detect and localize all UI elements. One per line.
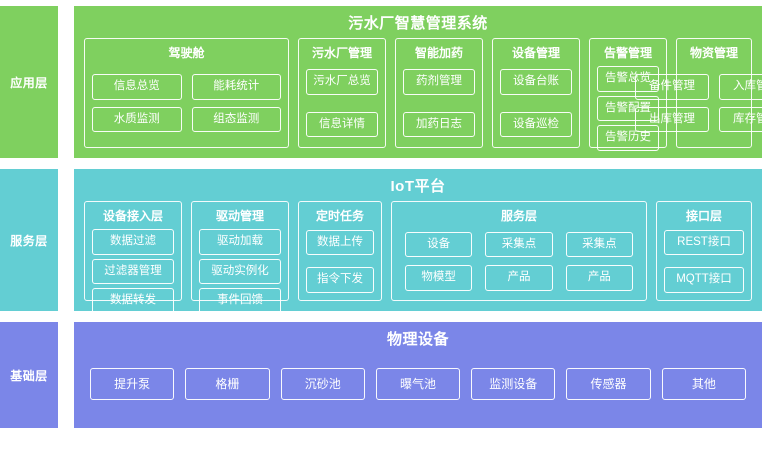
item-inventory[interactable]: 库存管理 <box>719 106 766 133</box>
item-device-ledger[interactable]: 设备台账 <box>500 69 572 95</box>
item-spare-parts[interactable]: 备件管理 <box>635 74 709 100</box>
group-title-device-management: 设备管理 <box>511 46 560 60</box>
layer-panel-application: 污水厂智慧管理系统 驾驶舱 信息总览 能耗统计 水质监测 组态监测 污水厂管理 … <box>74 6 766 158</box>
layer-service: 服务层 IoT平台 设备接入层 数据过滤 过滤器管理 数据转发 驱动管理 驱动加… <box>0 169 762 314</box>
group-device-management[interactable]: 设备管理 设备台账 设备巡检 <box>492 38 580 148</box>
layer-panel-infrastructure: 物理设备 提升泵 格栅 沉砂池 曝气池 监测设备 传感器 其他 <box>74 322 762 428</box>
layer-title-iot-platform: IoT平台 <box>390 178 446 195</box>
layer-tab-service: 服务层 <box>0 169 58 311</box>
group-service-layer[interactable]: 服务层 设备 采集点 采集点 物模型 产品 产品 <box>391 201 647 301</box>
group-scheduled-task[interactable]: 定时任务 数据上传 指令下发 <box>298 201 382 301</box>
group-alarm-management[interactable]: 告警管理 告警总览 告警配置 告警历史 <box>589 38 667 151</box>
group-title-driver-management: 驱动管理 <box>215 209 264 223</box>
item-event-feedback[interactable]: 事件回馈 <box>199 288 281 314</box>
item-water-quality[interactable]: 水质监测 <box>92 106 182 133</box>
item-command-issue[interactable]: 指令下发 <box>306 267 374 293</box>
group-title-device-access: 设备接入层 <box>102 209 163 223</box>
group-title-plant-management: 污水厂管理 <box>311 46 372 60</box>
group-items-scheduled-task: 数据上传 指令下发 <box>306 229 374 293</box>
item-reagent-management[interactable]: 药剂管理 <box>403 69 475 95</box>
group-driver-management[interactable]: 驱动管理 驱动加载 驱动实例化 事件回馈 <box>191 201 289 314</box>
layer-tab-infrastructure: 基础层 <box>0 322 58 428</box>
group-cockpit[interactable]: 驾驶舱 信息总览 能耗统计 水质监测 组态监测 <box>84 38 289 148</box>
item-filter-management[interactable]: 过滤器管理 <box>92 258 174 285</box>
layer-application: 应用层 污水厂智慧管理系统 驾驶舱 信息总览 能耗统计 水质监测 组态监测 污水… <box>0 6 766 158</box>
item-info-detail[interactable]: 信息详情 <box>306 111 378 138</box>
layer-panel-service: IoT平台 设备接入层 数据过滤 过滤器管理 数据转发 驱动管理 驱动加载 驱动… <box>74 169 762 314</box>
layer-tab-application: 应用层 <box>0 6 58 158</box>
group-material-management[interactable]: 物资管理 备件管理 入库管理 出库管理 库存管理 <box>635 38 766 148</box>
item-product-2[interactable]: 产品 <box>565 265 633 291</box>
group-items-alarm-management: 告警总览 告警配置 告警历史 <box>597 66 659 151</box>
group-items-service-layer: 设备 采集点 采集点 物模型 产品 产品 <box>399 229 639 293</box>
item-sensor[interactable]: 传感器 <box>566 368 651 400</box>
service-group-list: 设备接入层 数据过滤 过滤器管理 数据转发 驱动管理 驱动加载 驱动实例化 事件… <box>84 201 752 314</box>
item-alarm-history[interactable]: 告警历史 <box>597 125 659 151</box>
item-device-inspection[interactable]: 设备巡检 <box>500 111 572 138</box>
item-collection-point-2[interactable]: 采集点 <box>565 231 633 258</box>
application-group-list: 驾驶舱 信息总览 能耗统计 水质监测 组态监测 污水厂管理 污水厂总览 信息详情 <box>84 38 766 151</box>
group-interface-layer[interactable]: 接口层 REST接口 MQTT接口 <box>656 201 752 301</box>
item-other[interactable]: 其他 <box>661 368 746 400</box>
item-dosing-log[interactable]: 加药日志 <box>403 111 475 138</box>
group-items-smart-dosing: 药剂管理 加药日志 <box>403 66 475 140</box>
item-info-overview[interactable]: 信息总览 <box>92 74 182 100</box>
item-device[interactable]: 设备 <box>405 231 473 258</box>
group-items-plant-management: 污水厂总览 信息详情 <box>306 66 378 140</box>
item-grille[interactable]: 格栅 <box>185 368 270 400</box>
item-lift-pump[interactable]: 提升泵 <box>90 368 175 400</box>
group-title-service-layer: 服务层 <box>500 209 537 223</box>
item-alarm-config[interactable]: 告警配置 <box>597 95 659 122</box>
layer-title-application: 污水厂智慧管理系统 <box>348 15 488 32</box>
layer-title-physical-devices: 物理设备 <box>386 331 449 348</box>
item-mqtt-interface[interactable]: MQTT接口 <box>664 267 744 293</box>
physical-device-list: 提升泵 格栅 沉砂池 曝气池 监测设备 传感器 其他 <box>84 354 752 418</box>
group-title-alarm-management: 告警管理 <box>603 46 652 60</box>
group-title-cockpit: 驾驶舱 <box>168 46 205 60</box>
group-items-interface-layer: REST接口 MQTT接口 <box>664 229 744 293</box>
group-items-device-management: 设备台账 设备巡检 <box>500 66 572 140</box>
group-plant-management[interactable]: 污水厂管理 污水厂总览 信息详情 <box>298 38 386 148</box>
group-title-material-management: 物资管理 <box>689 46 738 60</box>
item-scada-monitor[interactable]: 组态监测 <box>191 106 281 133</box>
group-device-access[interactable]: 设备接入层 数据过滤 过滤器管理 数据转发 <box>84 201 182 314</box>
item-monitoring-device[interactable]: 监测设备 <box>471 368 556 400</box>
group-items-driver-management: 驱动加载 驱动实例化 事件回馈 <box>199 229 281 314</box>
item-plant-overview[interactable]: 污水厂总览 <box>306 69 378 95</box>
item-product-1[interactable]: 产品 <box>485 265 553 291</box>
item-aeration-tank[interactable]: 曝气池 <box>375 368 461 400</box>
group-items-device-access: 数据过滤 过滤器管理 数据转发 <box>92 229 174 314</box>
item-rest-interface[interactable]: REST接口 <box>664 229 744 256</box>
group-title-scheduled-task: 定时任务 <box>315 209 364 223</box>
item-alarm-overview[interactable]: 告警总览 <box>597 66 659 92</box>
group-items-cockpit: 信息总览 能耗统计 水质监测 组态监测 <box>92 66 281 140</box>
item-driver-load[interactable]: 驱动加载 <box>199 229 281 255</box>
group-title-smart-dosing: 智能加药 <box>414 46 463 60</box>
group-title-interface-layer: 接口层 <box>685 209 722 223</box>
item-data-forwarding[interactable]: 数据转发 <box>92 288 174 314</box>
item-thing-model[interactable]: 物模型 <box>405 265 473 291</box>
item-data-upload[interactable]: 数据上传 <box>306 229 374 256</box>
item-driver-instantiate[interactable]: 驱动实例化 <box>199 258 281 285</box>
group-smart-dosing[interactable]: 智能加药 药剂管理 加药日志 <box>395 38 483 148</box>
item-grit-chamber[interactable]: 沉砂池 <box>280 368 365 400</box>
group-items-material-management: 备件管理 入库管理 出库管理 库存管理 <box>635 66 766 140</box>
item-collection-point-1[interactable]: 采集点 <box>485 231 553 258</box>
item-outbound[interactable]: 出库管理 <box>635 106 709 133</box>
item-data-filter[interactable]: 数据过滤 <box>92 229 174 255</box>
item-energy-stats[interactable]: 能耗统计 <box>191 74 281 100</box>
layer-infrastructure: 基础层 物理设备 提升泵 格栅 沉砂池 曝气池 监测设备 传感器 其他 <box>0 322 762 428</box>
item-inbound[interactable]: 入库管理 <box>719 74 766 100</box>
